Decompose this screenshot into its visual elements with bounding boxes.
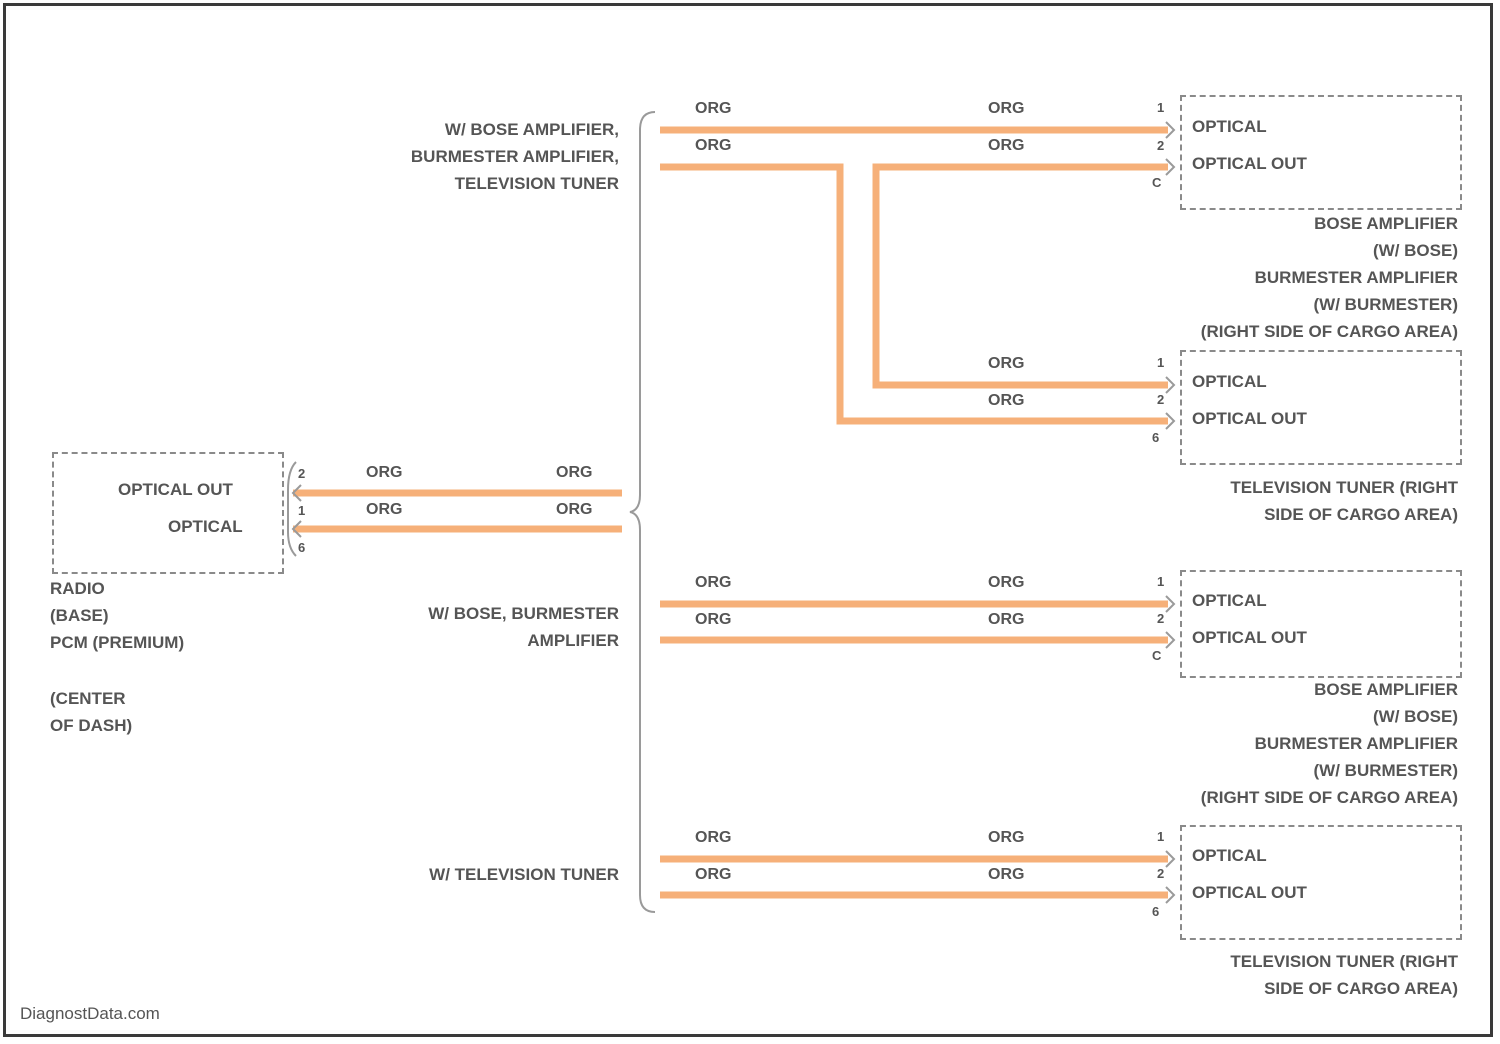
branch-mid-label: W/ BOSE, BURMESTER AMPLIFIER <box>428 600 619 654</box>
main-brace <box>630 112 655 912</box>
device-label-line: BURMESTER AMPLIFIER <box>1201 730 1458 757</box>
wire-color-label: ORG <box>988 829 1024 847</box>
branch-top-line: W/ BOSE AMPLIFIER, <box>411 116 619 143</box>
device-label-line: (RIGHT SIDE OF CARGO AREA) <box>1201 784 1458 811</box>
wire-group <box>293 130 1168 895</box>
tv-optical-to-bose-optical-out <box>876 167 1168 385</box>
wire-color-label: ORG <box>695 100 731 118</box>
device-pin: 2 <box>1157 138 1164 153</box>
device-label: TELEVISION TUNER (RIGHT SIDE OF CARGO AR… <box>1230 948 1458 1002</box>
wire-color-label: ORG <box>988 355 1024 373</box>
device-pin: 2 <box>1157 611 1164 626</box>
radio-connector-box <box>52 452 284 574</box>
branch-mid-line: W/ BOSE, BURMESTER <box>428 600 619 627</box>
wire-color-label: ORG <box>695 574 731 592</box>
device-pin: 6 <box>1152 904 1159 919</box>
device-terminal-optical: OPTICAL <box>1192 591 1267 611</box>
device-label: BOSE AMPLIFIER (W/ BOSE) BURMESTER AMPLI… <box>1201 676 1458 811</box>
wire-color-label: ORG <box>988 392 1024 410</box>
device-terminal-optical: OPTICAL <box>1192 372 1267 392</box>
device-connector-box <box>1180 95 1462 210</box>
radio-pin: 6 <box>298 540 305 555</box>
device-connector-box <box>1180 350 1462 465</box>
radio-pin: 2 <box>298 466 305 481</box>
device-pin: 1 <box>1157 574 1164 589</box>
branch-top-label: W/ BOSE AMPLIFIER, BURMESTER AMPLIFIER, … <box>411 116 619 197</box>
radio-name-line: (BASE) <box>50 602 184 629</box>
branch-top-line: BURMESTER AMPLIFIER, <box>411 143 619 170</box>
wire-color-label: ORG <box>988 611 1024 629</box>
device-label-line: (W/ BURMESTER) <box>1201 291 1458 318</box>
wire-color-label: ORG <box>695 611 731 629</box>
watermark: DiagnostData.com <box>20 1004 160 1024</box>
device-label-line: TELEVISION TUNER (RIGHT <box>1230 474 1458 501</box>
branch-bottom-line: W/ TELEVISION TUNER <box>429 861 619 888</box>
device-label-line: (RIGHT SIDE OF CARGO AREA) <box>1201 318 1458 345</box>
device-pin: 6 <box>1152 430 1159 445</box>
device-label-line: BOSE AMPLIFIER <box>1201 676 1458 703</box>
device-label-line: BOSE AMPLIFIER <box>1201 210 1458 237</box>
wire-color-label: ORG <box>366 464 402 482</box>
device-terminal-optical: OPTICAL <box>1192 846 1267 866</box>
radio-terminal-optical: OPTICAL <box>168 517 243 537</box>
device-pin: 1 <box>1157 100 1164 115</box>
device-terminal-optical-out: OPTICAL OUT <box>1192 628 1307 648</box>
device-terminal-optical-out: OPTICAL OUT <box>1192 883 1307 903</box>
device-pin: 2 <box>1157 866 1164 881</box>
radio-location-line: OF DASH) <box>50 712 132 739</box>
branch-top-line: TELEVISION TUNER <box>411 170 619 197</box>
device-label-line: BURMESTER AMPLIFIER <box>1201 264 1458 291</box>
radio-location-line: (CENTER <box>50 685 132 712</box>
radio-location: (CENTER OF DASH) <box>50 685 132 739</box>
device-pin: 1 <box>1157 829 1164 844</box>
device-label: BOSE AMPLIFIER (W/ BOSE) BURMESTER AMPLI… <box>1201 210 1458 345</box>
device-terminal-optical-out: OPTICAL OUT <box>1192 154 1307 174</box>
radio-name: RADIO (BASE) PCM (PREMIUM) <box>50 575 184 656</box>
device-label-line: TELEVISION TUNER (RIGHT <box>1230 948 1458 975</box>
radio-pin: 1 <box>298 503 305 518</box>
device-terminal-optical-out: OPTICAL OUT <box>1192 409 1307 429</box>
device-terminal-optical: OPTICAL <box>1192 117 1267 137</box>
device-pin: 1 <box>1157 355 1164 370</box>
branch-bottom-label: W/ TELEVISION TUNER <box>429 861 619 888</box>
wire-color-label: ORG <box>556 501 592 519</box>
radio-name-line: RADIO <box>50 575 184 602</box>
wire-color-label: ORG <box>695 137 731 155</box>
radio-terminal-optical-out: OPTICAL OUT <box>118 480 233 500</box>
device-label-line: SIDE OF CARGO AREA) <box>1230 501 1458 528</box>
device-connector-box <box>1180 570 1462 678</box>
radio-name-line: PCM (PREMIUM) <box>50 629 184 656</box>
wire-color-label: ORG <box>366 501 402 519</box>
wire-color-label: ORG <box>988 100 1024 118</box>
wire-color-label: ORG <box>988 866 1024 884</box>
device-label: TELEVISION TUNER (RIGHT SIDE OF CARGO AR… <box>1230 474 1458 528</box>
wire-color-label: ORG <box>695 829 731 847</box>
wire-color-label: ORG <box>988 574 1024 592</box>
device-label-line: (W/ BOSE) <box>1201 237 1458 264</box>
device-pin: 2 <box>1157 392 1164 407</box>
radio-brace <box>288 462 296 556</box>
device-label-line: (W/ BURMESTER) <box>1201 757 1458 784</box>
wire-color-label: ORG <box>695 866 731 884</box>
device-label-line: (W/ BOSE) <box>1201 703 1458 730</box>
branch-mid-line: AMPLIFIER <box>428 627 619 654</box>
wire-color-label: ORG <box>988 137 1024 155</box>
device-label-line: SIDE OF CARGO AREA) <box>1230 975 1458 1002</box>
device-pin: C <box>1152 175 1161 190</box>
device-pin: C <box>1152 648 1161 663</box>
wire-color-label: ORG <box>556 464 592 482</box>
